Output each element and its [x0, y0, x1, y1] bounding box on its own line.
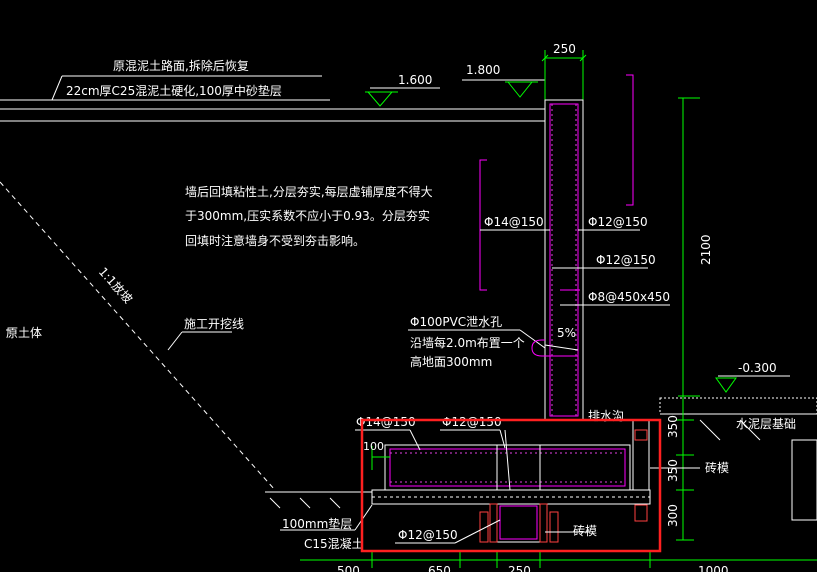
dimension-100 [371, 446, 390, 470]
ground-left [265, 491, 372, 509]
backfill-note-3: 回填时注意墙身不受到夯击影响。 [185, 233, 365, 248]
rebar-label-2: Φ12@150 [588, 215, 648, 229]
dimension-height-2100 [678, 97, 700, 397]
brick-formwork-label-2: 砖模 [573, 523, 597, 538]
bottom-dim-500-label: 500 [337, 564, 360, 572]
rebar-label-4: Φ8@450x450 [588, 290, 670, 304]
drain-pipe [408, 329, 579, 357]
rebar-label-3: Φ12@150 [596, 253, 656, 267]
brick-leaders [545, 467, 700, 533]
dimension-top-250 [541, 50, 587, 100]
elevation-marker-neg300: -0.300 [715, 361, 790, 393]
drain-note-2: 沿墙每2.0m布置一个 [410, 335, 525, 350]
backfill-note-2: 于300mm,压实系数不应小于0.93。分层夯实 [185, 208, 430, 223]
key-trench [479, 503, 559, 543]
road-desc-note: 22cm厚C25混泥土硬化,100厚中砂垫层 [66, 83, 282, 98]
excavation-leader [167, 331, 232, 351]
original-soil-label: 原土体 [6, 326, 42, 340]
highlight-box [360, 418, 662, 553]
excavation-line-label: 施工开挖线 [184, 316, 244, 331]
dimension-top-250-label: 250 [553, 42, 576, 56]
elevation-1600-label: 1.600 [398, 73, 432, 87]
footing-rebar-leaders [355, 429, 506, 544]
road-title-note: 原混泥土路面,拆除后恢复 [113, 58, 249, 73]
slope-line [0, 181, 276, 491]
rebar-label-7: Φ12@150 [398, 528, 458, 542]
elevation-1800-label: 1.800 [466, 63, 500, 77]
reinforcement-zone-brackets [479, 74, 634, 291]
bottom-dim-650-label: 650 [428, 564, 451, 572]
rebar-label-1: Φ14@150 [484, 215, 544, 229]
dimension-350b-label: 350 [666, 459, 680, 482]
elevation-marker-1600: 1.600 [365, 73, 440, 107]
backfill-note-1: 墙后回填粘性土,分层夯实,每层虚铺厚度不得大 [185, 184, 433, 199]
cushion-label: 100mm垫层 [282, 516, 352, 531]
bottom-dim-250-label: 250 [508, 564, 531, 572]
bottom-dimension-line [300, 552, 817, 568]
road-surface [0, 75, 545, 122]
ground-right [659, 397, 817, 521]
dimension-100-label: 100 [363, 440, 384, 453]
concrete-label: C15混凝土 [304, 536, 364, 551]
drain-note-3: 高地面300mm [410, 354, 492, 369]
elevation-marker-1800: 1.800 [462, 63, 545, 98]
drain-note-1: Φ100PVC泄水孔 [410, 315, 502, 329]
bottom-dim-1000-label: 1000 [698, 564, 729, 572]
slope-percent-label: 5% [557, 326, 576, 340]
elevation-neg300-label: -0.300 [738, 361, 777, 375]
water-stop-label: 水泥层基础 [736, 417, 796, 431]
dimension-height-2100-label: 2100 [699, 234, 713, 265]
dimension-350a-label: 350 [666, 415, 680, 438]
stem-rebar-leaders [480, 229, 670, 306]
dimension-300-label: 300 [666, 504, 680, 527]
rebar-label-6: Φ12@150 [442, 415, 502, 429]
brick-formwork-label-1: 砖模 [705, 460, 729, 475]
rebar-label-5: Φ14@150 [356, 415, 416, 429]
layer-leaders [280, 504, 373, 531]
